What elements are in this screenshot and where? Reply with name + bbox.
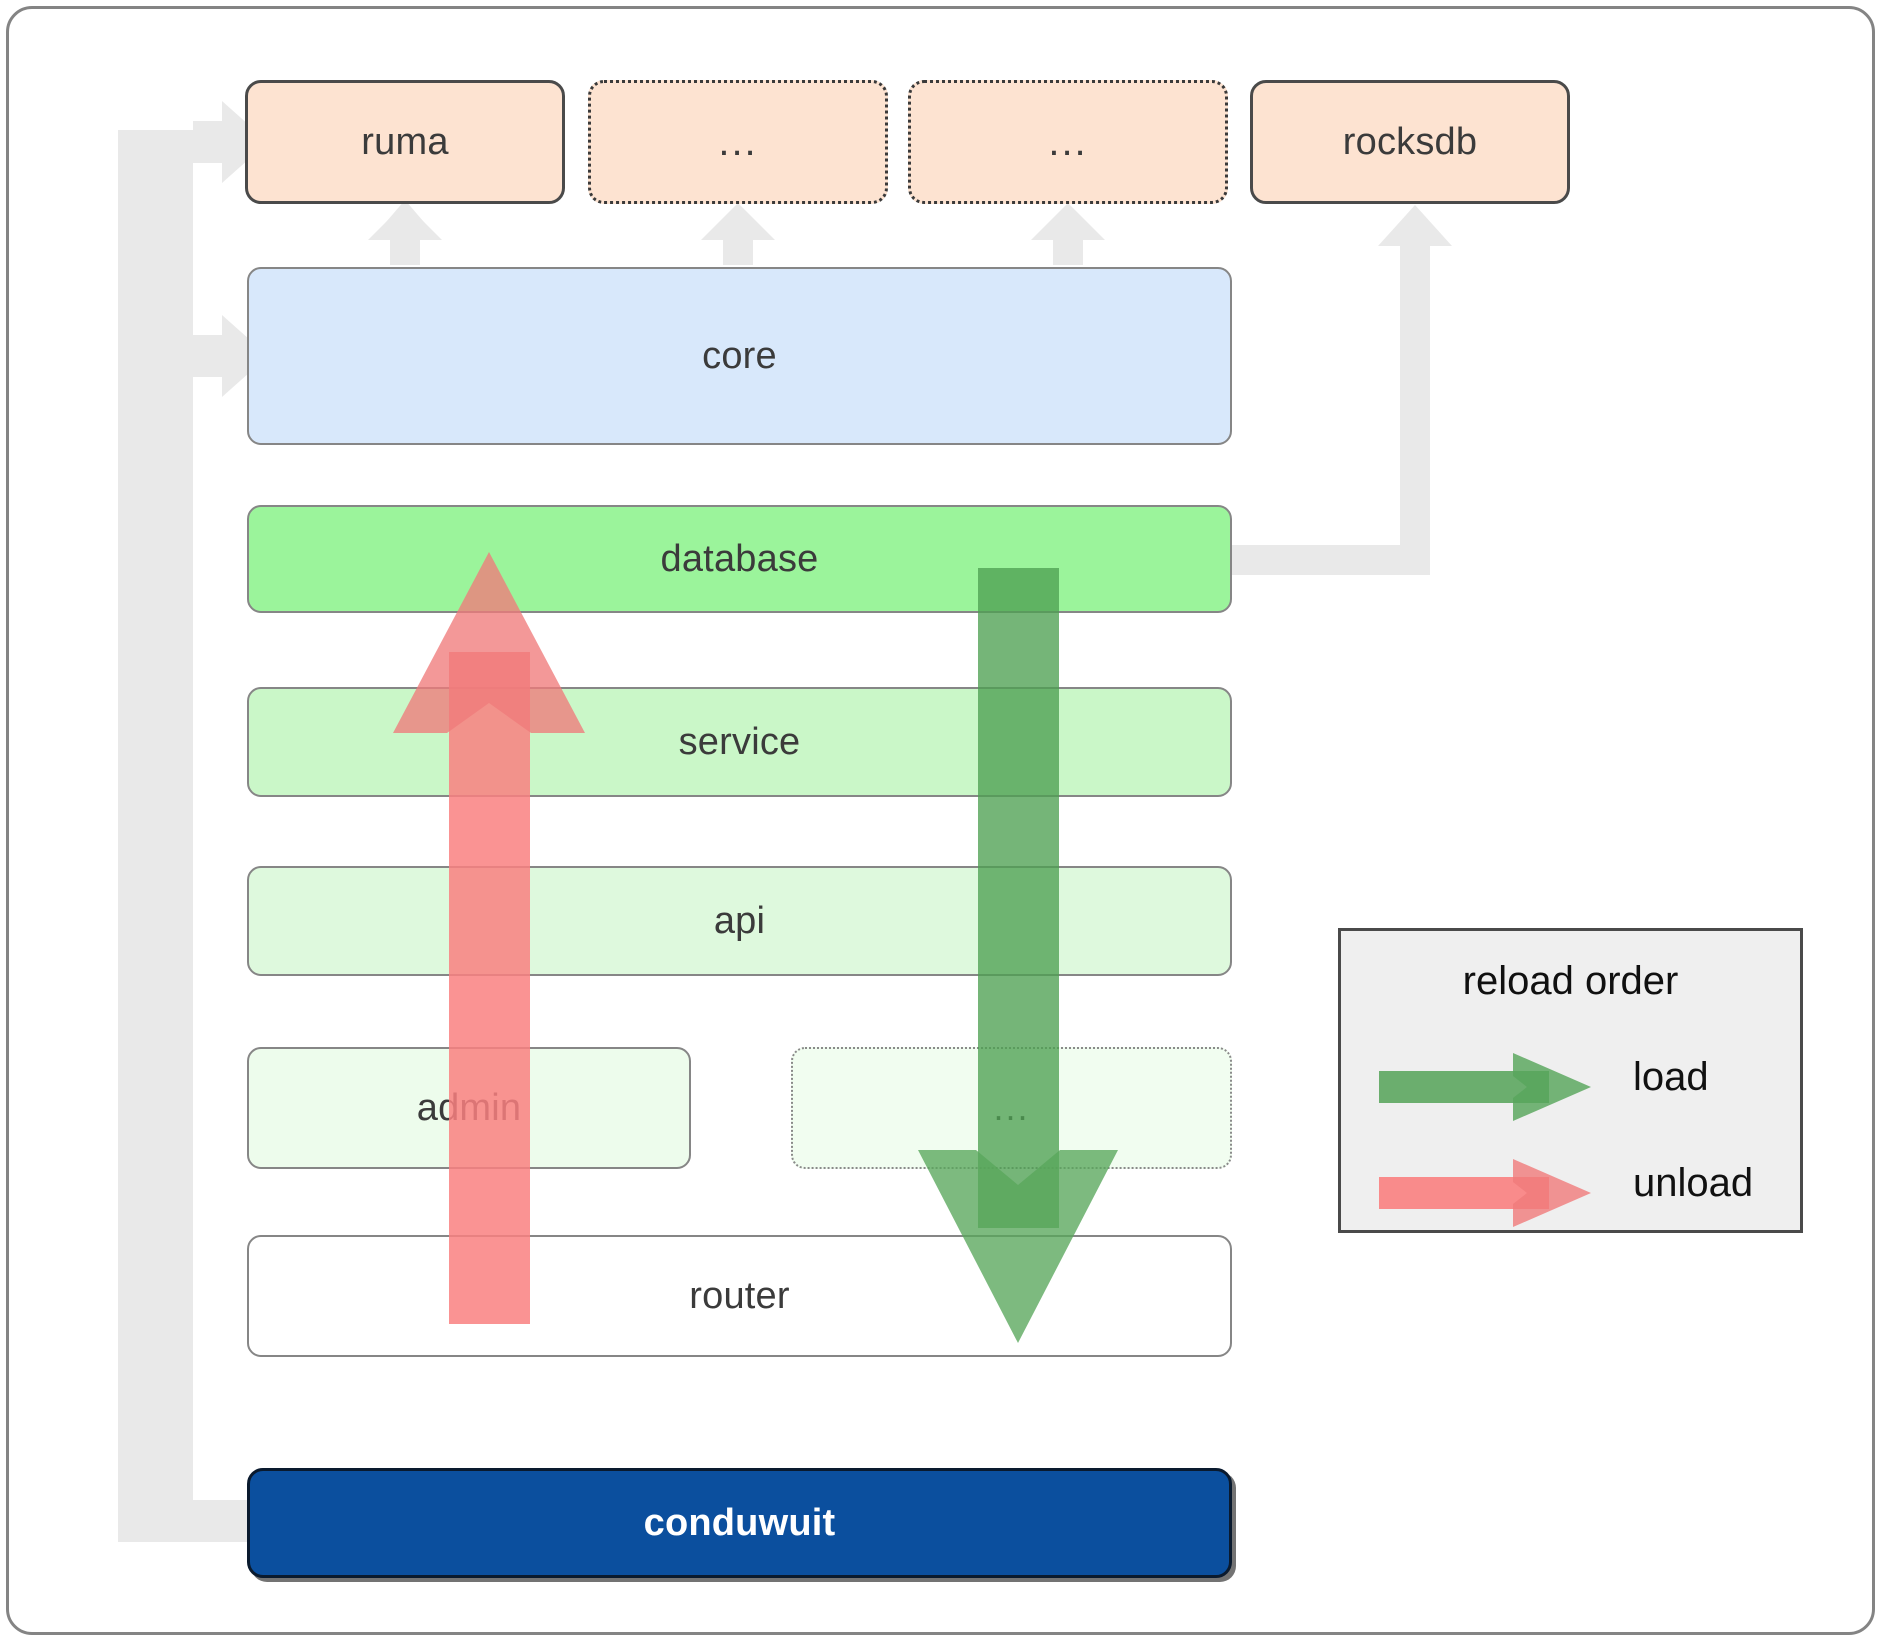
legend-row-unload: unload	[1341, 1147, 1800, 1237]
stack-label-admin: admin	[416, 1086, 522, 1129]
stack-label-conduwuit: conduwuit	[643, 1501, 836, 1544]
dependency-label-rocksdb: rocksdb	[1342, 120, 1478, 163]
dependency-label-placeholder-2: ...	[1048, 120, 1088, 164]
stack-box-service[interactable]: service	[247, 687, 1232, 797]
stack-label-placeholder-3: ...	[993, 1087, 1030, 1129]
dependency-box-ruma[interactable]: ruma	[245, 80, 565, 204]
dependency-label-placeholder-1: ...	[718, 120, 758, 164]
legend-label-unload: unload	[1633, 1161, 1754, 1205]
stack-box-api[interactable]: api	[247, 866, 1232, 976]
legend-label-load: load	[1633, 1055, 1709, 1099]
legend-panel: reload order load unload	[1338, 928, 1803, 1233]
dependency-label-ruma: ruma	[361, 120, 449, 163]
dependency-box-rocksdb[interactable]: rocksdb	[1250, 80, 1570, 204]
legend-unload-arrow	[1379, 1147, 1607, 1237]
stack-box-conduwuit[interactable]: conduwuit	[247, 1468, 1232, 1578]
stack-box-admin[interactable]: admin	[247, 1047, 691, 1169]
dependency-box-placeholder-2[interactable]: ...	[908, 80, 1228, 204]
dependency-box-placeholder-1[interactable]: ...	[588, 80, 888, 204]
stack-box-placeholder-3[interactable]: ...	[791, 1047, 1232, 1169]
stack-label-database: database	[660, 537, 819, 580]
legend-row-load: load	[1341, 1041, 1800, 1131]
stack-box-core[interactable]: core	[247, 267, 1232, 445]
stack-label-core: core	[702, 334, 777, 377]
legend-load-arrow	[1379, 1041, 1607, 1131]
legend-title: reload order	[1462, 959, 1679, 1003]
diagram-frame	[6, 6, 1875, 1635]
stack-label-service: service	[678, 720, 801, 763]
stack-label-router: router	[689, 1274, 790, 1317]
stack-label-api: api	[713, 899, 766, 942]
stack-box-router[interactable]: router	[247, 1235, 1232, 1357]
stack-box-database[interactable]: database	[247, 505, 1232, 613]
